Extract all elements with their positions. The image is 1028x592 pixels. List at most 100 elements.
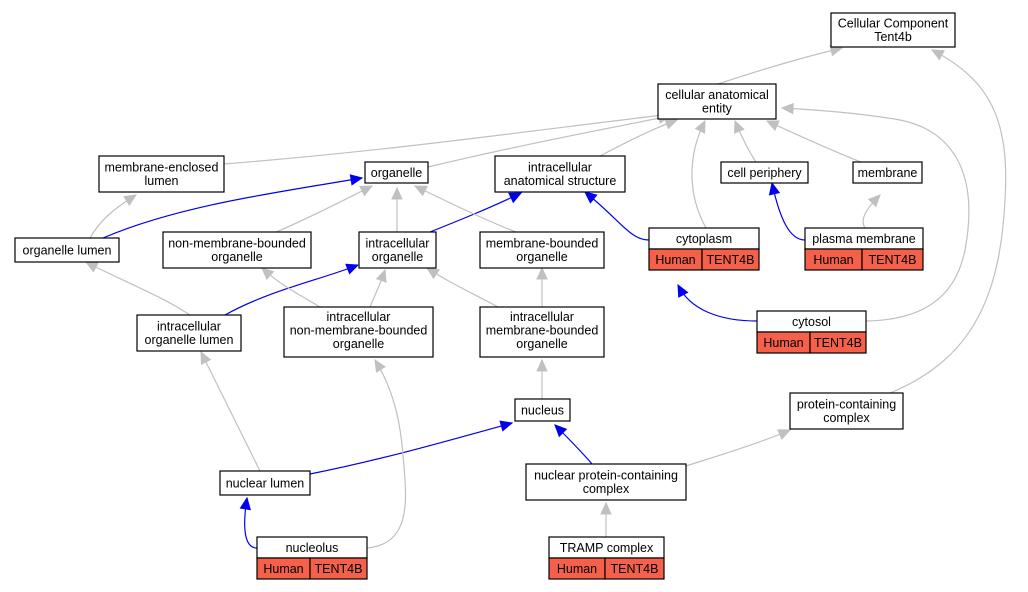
- edge-line: [85, 261, 191, 316]
- edge-pcc-to-root: [889, 49, 1007, 394]
- node-label: organelle: [516, 250, 567, 264]
- arrow-head-icon: [677, 283, 689, 298]
- edge-intorg-to-ias: [429, 192, 523, 233]
- arrow-head-icon: [391, 186, 403, 200]
- edge-nuclumen-to-iol: [200, 350, 261, 472]
- edge-line: [223, 112, 681, 165]
- edge-imbo-to-mbo: [536, 266, 548, 307]
- species-label: Human: [263, 562, 303, 576]
- node-label: entity: [702, 102, 733, 116]
- edge-line: [677, 284, 758, 322]
- edge-line: [685, 429, 791, 467]
- edge-line: [429, 192, 522, 233]
- edge-membrane-to-cae: [765, 120, 862, 163]
- node-label: organelle: [516, 337, 567, 351]
- node-label: nucleolus: [286, 541, 339, 555]
- node-label: intracellular: [366, 237, 430, 251]
- node-label: membrane: [858, 166, 918, 180]
- edge-line: [309, 422, 513, 475]
- node-label: intracellular: [327, 310, 391, 324]
- node-cellperiph[interactable]: cell periphery: [720, 161, 809, 184]
- node-label: intracellular: [510, 310, 574, 324]
- edge-line: [224, 264, 359, 316]
- node-label: membrane-bounded: [486, 324, 599, 338]
- species-label: Human: [655, 253, 695, 267]
- node-nucleus[interactable]: nucleus: [514, 398, 571, 422]
- edge-line: [414, 185, 517, 233]
- edge-nuclumen-to-nucleus: [309, 420, 514, 475]
- edge-nucleolus-to-inmbo: [366, 358, 407, 549]
- node-box: [852, 161, 923, 184]
- node-box: [789, 392, 904, 430]
- node-label: complex: [823, 411, 870, 425]
- node-label: non-membrane-bounded: [168, 237, 306, 251]
- node-label: TRAMP complex: [560, 541, 654, 555]
- node-membrane[interactable]: membrane: [852, 161, 923, 184]
- edge-plasmamem-to-cellperiph: [768, 181, 806, 241]
- arrow-head-icon: [536, 266, 548, 280]
- edge-tramp-to-npcc: [600, 501, 612, 537]
- node-box: [364, 161, 429, 184]
- node-inmbo[interactable]: intracellularnon-membrane-boundedorganel…: [283, 306, 434, 358]
- arrow-head-icon: [664, 118, 679, 130]
- edge-intorg-to-organelle: [391, 186, 403, 232]
- node-nuclumen[interactable]: nuclear lumen: [219, 470, 311, 496]
- node-organelle[interactable]: organelle: [364, 161, 429, 184]
- arrow-head-icon: [200, 350, 212, 365]
- node-plasmamem[interactable]: plasma membrane: [804, 227, 924, 250]
- arrow-head-icon: [345, 263, 360, 275]
- node-box: [514, 398, 571, 422]
- node-label: intracellular: [528, 161, 592, 175]
- node-label: anatomical structure: [504, 174, 617, 188]
- edge-line: [200, 351, 261, 472]
- arrow-head-icon: [734, 119, 745, 134]
- node-label: Cellular Component: [838, 17, 949, 31]
- node-label: plasma membrane: [812, 232, 916, 246]
- edge-plasmamem-to-membrane: [862, 194, 881, 229]
- node-label: protein-containing: [797, 398, 896, 412]
- node-box: [525, 463, 687, 501]
- node-label: intracellular: [157, 320, 221, 334]
- edge-cytoplasm-to-cae: [691, 119, 707, 229]
- arrow-head-icon: [374, 358, 386, 373]
- edge-cytosol-to-cae: [780, 102, 970, 322]
- edge-iol-to-orglumen: [84, 261, 191, 316]
- arrow-head-icon: [499, 420, 514, 432]
- gene-cell: [701, 248, 760, 271]
- node-cytoplasm[interactable]: cytoplasm: [648, 227, 760, 250]
- gene-cell: [809, 331, 867, 354]
- node-label: cytoplasm: [676, 232, 732, 246]
- node-cytosol[interactable]: cytosol: [756, 310, 867, 333]
- node-orglumen[interactable]: organelle lumen: [14, 237, 120, 263]
- node-label: organelle: [333, 337, 384, 351]
- edge-line: [275, 185, 373, 233]
- node-nucleolus[interactable]: nucleolus: [256, 536, 368, 559]
- edge-imbo-to-intorg: [425, 267, 499, 308]
- edge-nucleus-to-imbo: [536, 358, 548, 399]
- arrow-head-icon: [930, 49, 945, 61]
- gene-cell: [861, 248, 924, 271]
- edge-orglumen-to-organelle: [102, 174, 364, 239]
- arrow-head-icon: [239, 496, 252, 511]
- gene-label: TENT4B: [869, 253, 917, 267]
- node-box: [14, 237, 120, 263]
- edge-inmbo-to-nmbo: [261, 267, 321, 308]
- node-tramp[interactable]: TRAMP complex: [548, 536, 665, 559]
- edge-ias-to-cae: [599, 118, 679, 157]
- edge-cae-to-root: [717, 45, 844, 85]
- node-label: nuclear protein-containing: [534, 469, 678, 483]
